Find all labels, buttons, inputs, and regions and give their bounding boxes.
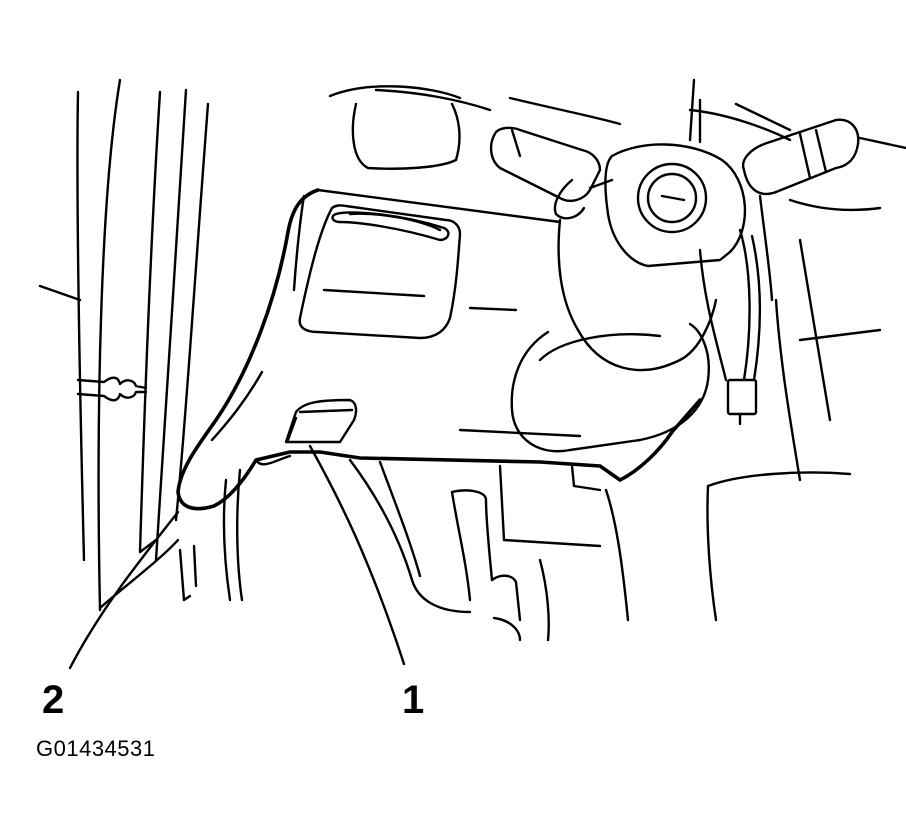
upper-dashboard <box>328 85 906 170</box>
access-tab <box>284 398 358 444</box>
callout-1: 1 <box>402 678 425 722</box>
fuse-box-cover <box>298 204 462 340</box>
steering-column-shroud <box>510 218 728 453</box>
leader-lines <box>68 444 406 670</box>
leader-line-1 <box>308 444 406 666</box>
knee-bolster-panel <box>176 188 702 511</box>
wiring-harness <box>726 228 761 426</box>
left-stalk <box>489 126 614 220</box>
right-stalk <box>741 118 860 302</box>
dash-lines <box>458 306 582 438</box>
hood-release-cable <box>76 376 148 402</box>
door-frame <box>38 78 210 612</box>
center-console <box>604 198 882 622</box>
leader-line-2 <box>68 510 180 670</box>
figure-id: G01434531 <box>36 736 156 761</box>
pedal-area <box>178 458 602 642</box>
callout-2: 2 <box>42 678 65 722</box>
ignition-switch <box>604 78 747 268</box>
